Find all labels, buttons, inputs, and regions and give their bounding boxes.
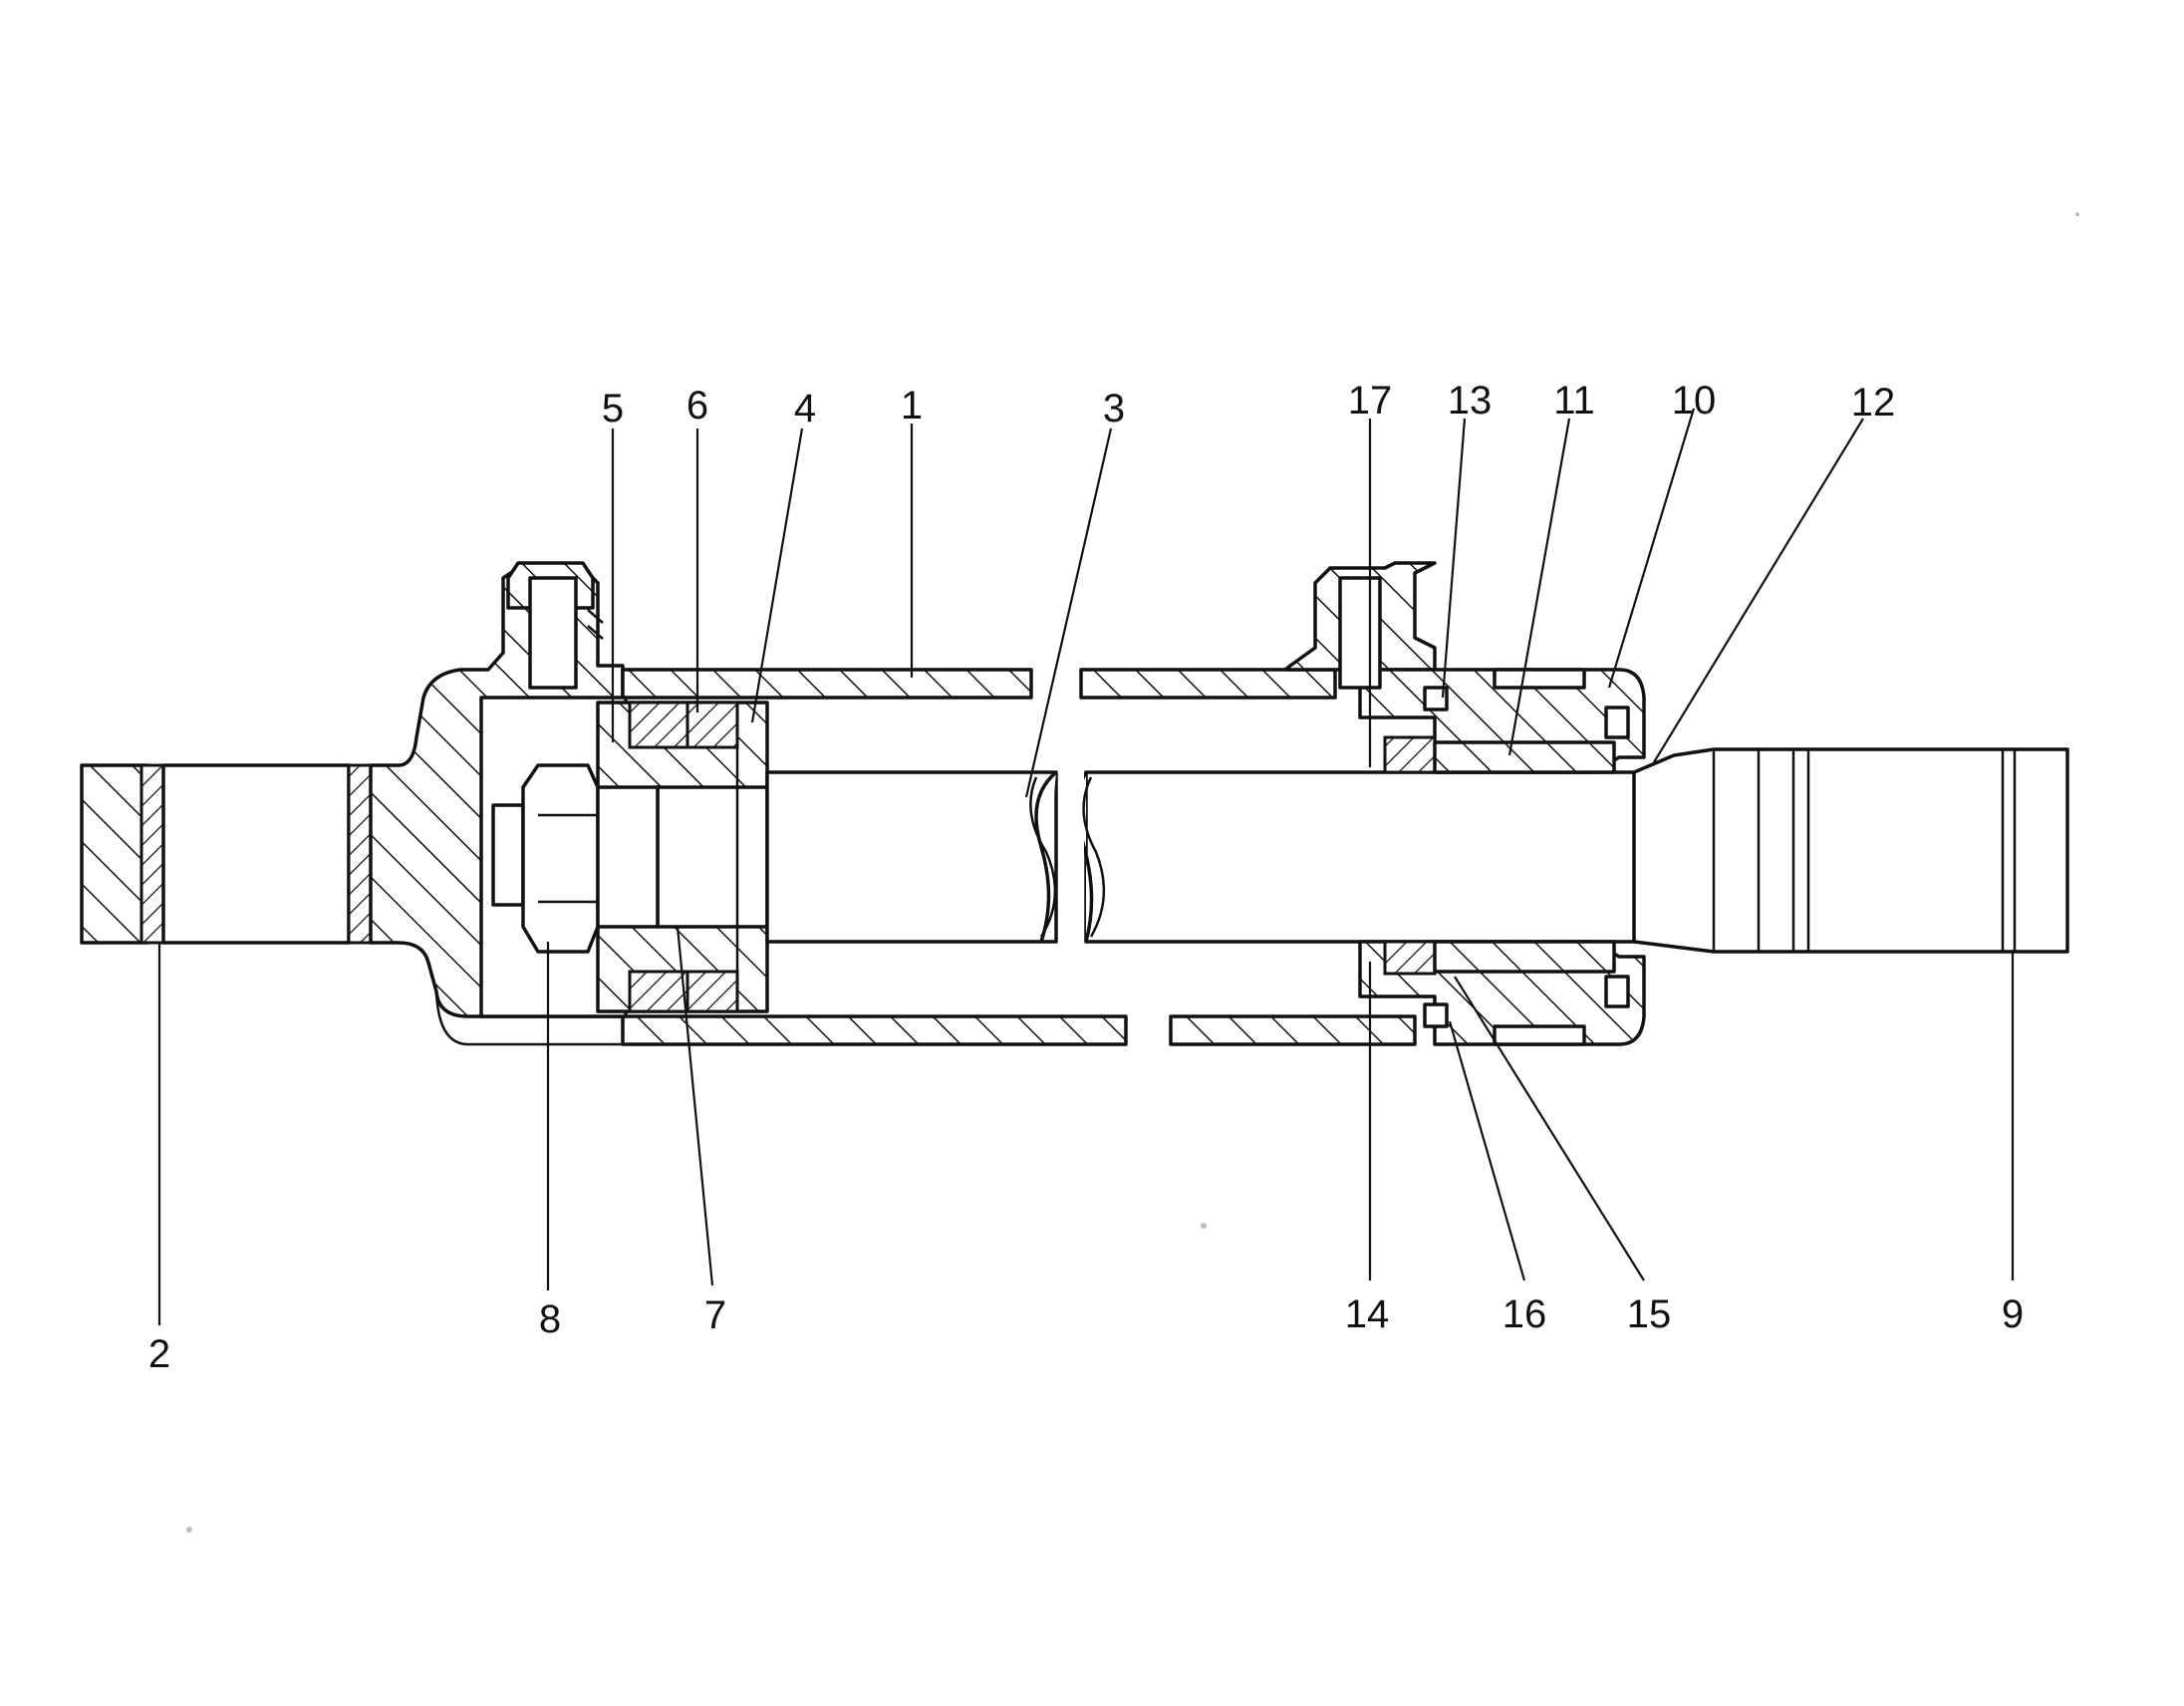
gland-assembly: [1283, 561, 1646, 1046]
piston-nut: [491, 763, 660, 954]
clevis-eye: [80, 763, 373, 945]
label-8: 8: [539, 1297, 561, 1341]
label-14: 14: [1345, 1292, 1390, 1336]
rod-end: [1632, 747, 2069, 954]
cylinder-barrel: [434, 668, 1417, 1046]
label-13: 13: [1448, 379, 1493, 423]
label-2: 2: [148, 1332, 170, 1376]
label-15: 15: [1627, 1292, 1672, 1336]
speck: [186, 1527, 192, 1533]
label-11: 11: [1553, 379, 1595, 423]
label-4: 4: [794, 387, 816, 430]
label-3: 3: [1103, 387, 1125, 430]
label-6: 6: [686, 384, 708, 427]
label-5: 5: [602, 387, 624, 430]
speck: [1201, 1223, 1207, 1229]
leader-lines: [157, 408, 2015, 1325]
label-7: 7: [704, 1293, 726, 1337]
piston-rod: [765, 767, 1696, 949]
label-1: 1: [901, 384, 923, 427]
label-10: 10: [1672, 379, 1717, 423]
label-12: 12: [1851, 381, 1896, 425]
piston: [596, 701, 769, 1013]
label-9: 9: [2002, 1292, 2024, 1336]
label-16: 16: [1502, 1292, 1547, 1336]
label-17: 17: [1348, 379, 1393, 423]
speck: [2075, 212, 2079, 216]
